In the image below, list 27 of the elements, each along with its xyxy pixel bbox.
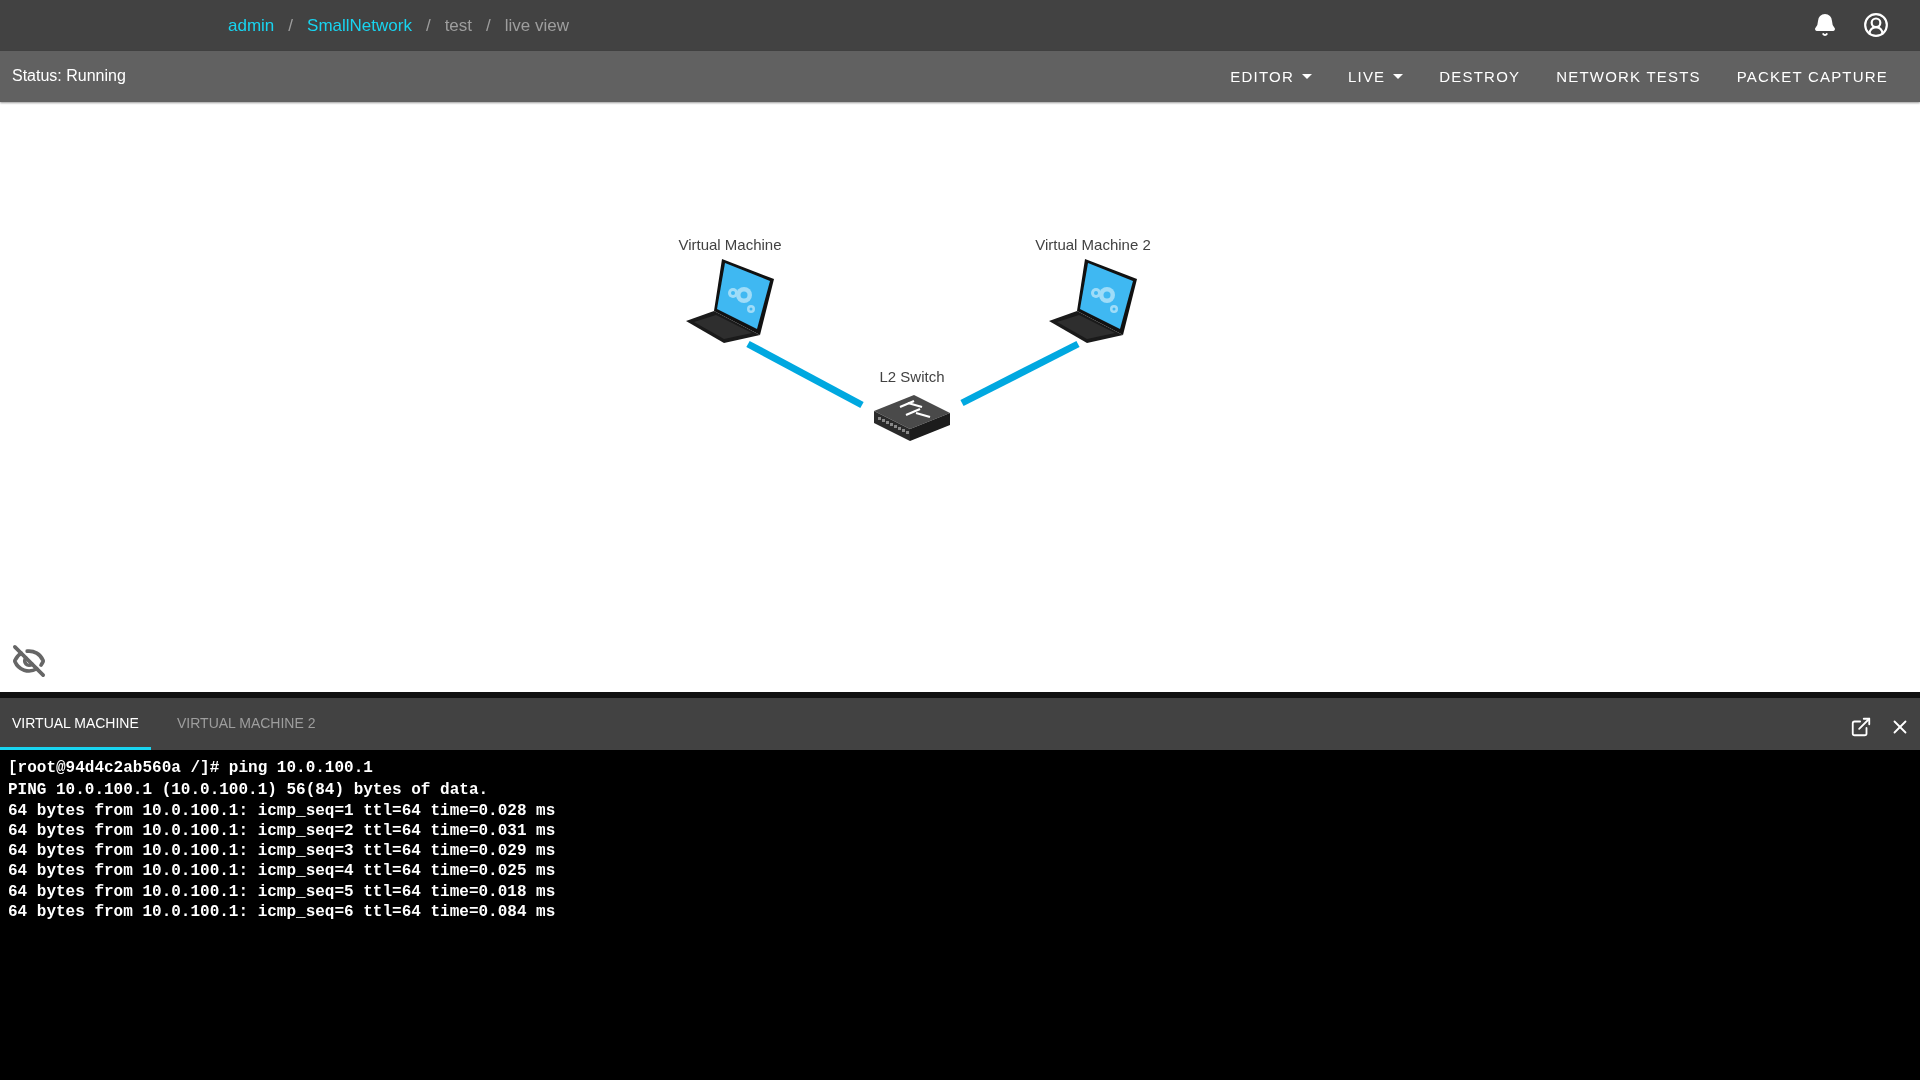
dropdown-button: EDITOR <box>1230 62 1312 91</box>
terminal-line: 64 bytes from 10.0.100.1: icmp_seq=3 ttl=64 time=0.029 ms <box>8 841 557 862</box>
breadcrumb-separator: / <box>288 15 294 36</box>
breadcrumb-separator: / <box>486 15 491 36</box>
breadcrumb: live view <box>504 15 570 36</box>
toolbar-button: PACKET CAPTURE <box>1736 62 1888 91</box>
network-link <box>960 340 1080 407</box>
breadcrumb: test <box>444 15 473 36</box>
breadcrumb: SmallNetwork <box>307 15 412 36</box>
node-label: L2 Switch <box>879 368 945 385</box>
terminal-line: 64 bytes from 10.0.100.1: icmp_seq=4 ttl=64 time=0.025 ms <box>8 861 557 882</box>
terminal-line: [root@94d4c2ab560a /]# ping 10.0.100.1 <box>8 758 374 779</box>
terminal-line: PING 10.0.100.1 (10.0.100.1) 56(84) bytes of data. <box>8 780 490 801</box>
terminal-line: 64 bytes from 10.0.100.1: icmp_seq=1 ttl=64 time=0.028 ms <box>8 800 557 821</box>
terminal-line: 64 bytes from 10.0.100.1: icmp_seq=5 ttl=64 time=0.018 ms <box>8 881 557 903</box>
breadcrumb: admin <box>228 15 275 36</box>
toolbar-button: NETWORK TESTS <box>1556 62 1701 91</box>
node-label: Virtual Machine <box>678 236 782 253</box>
terminal-line: 64 bytes from 10.0.100.1: icmp_seq=2 ttl=64 time=0.031 ms <box>8 820 557 842</box>
network-link <box>746 340 864 409</box>
tab: VIRTUAL MACHINE 2 <box>165 698 328 750</box>
node-label: Virtual Machine 2 <box>1035 236 1151 253</box>
breadcrumb-separator: / <box>425 15 431 36</box>
dropdown-button: LIVE <box>1347 62 1404 91</box>
toolbar-button: DESTROY <box>1439 62 1521 91</box>
terminal-line: 64 bytes from 10.0.100.1: icmp_seq=6 ttl=64 time=0.084 ms <box>8 902 557 923</box>
status-text: Status: Running <box>12 67 126 85</box>
